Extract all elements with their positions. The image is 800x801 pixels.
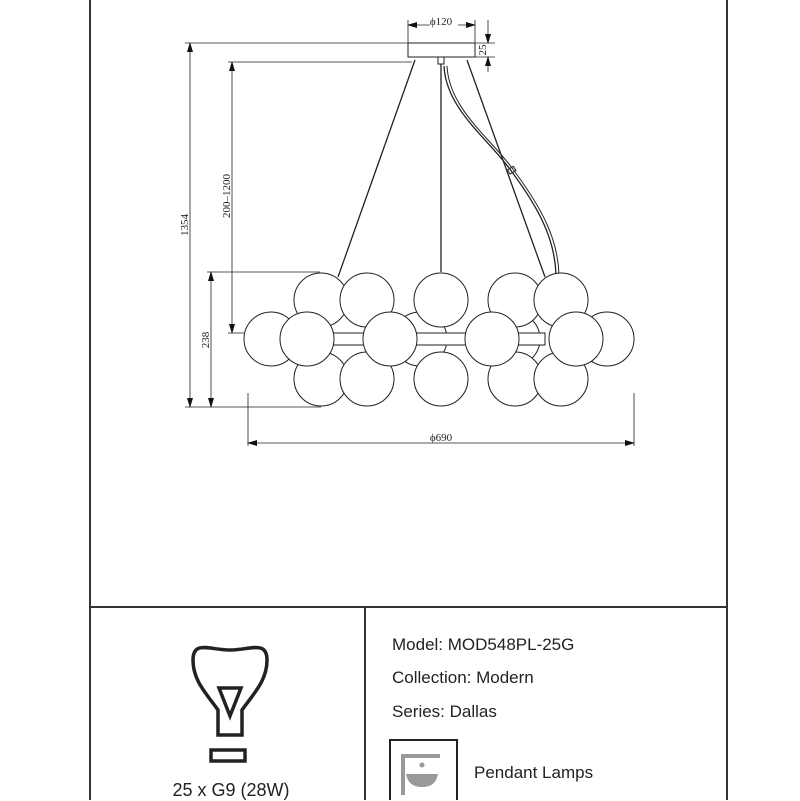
globes <box>243 272 635 407</box>
cord-length-label: 200–1200 <box>221 174 233 219</box>
canopy-height-label: 25 <box>477 44 489 56</box>
model-label: Model: MOD548PL-25G <box>392 635 575 654</box>
lamp-drawing <box>243 42 635 407</box>
bulb-spec: 25 x G9 (28W) <box>172 780 290 800</box>
dimension-lines <box>185 20 635 446</box>
series-label: Series: Dallas <box>392 702 497 721</box>
total-height-label: 1354 <box>179 214 191 237</box>
body-height-label: 238 <box>200 331 212 348</box>
frame <box>89 0 728 800</box>
category-label: Pendant Lamps <box>474 763 594 782</box>
bulb-icon <box>191 645 269 763</box>
pendant-lamp-icon <box>389 739 458 800</box>
body-diameter-label: ϕ690 <box>430 432 453 444</box>
canopy-diameter-label: ϕ120 <box>430 16 453 28</box>
canopy <box>407 42 476 58</box>
collection-label: Collection: Modern <box>392 668 534 687</box>
